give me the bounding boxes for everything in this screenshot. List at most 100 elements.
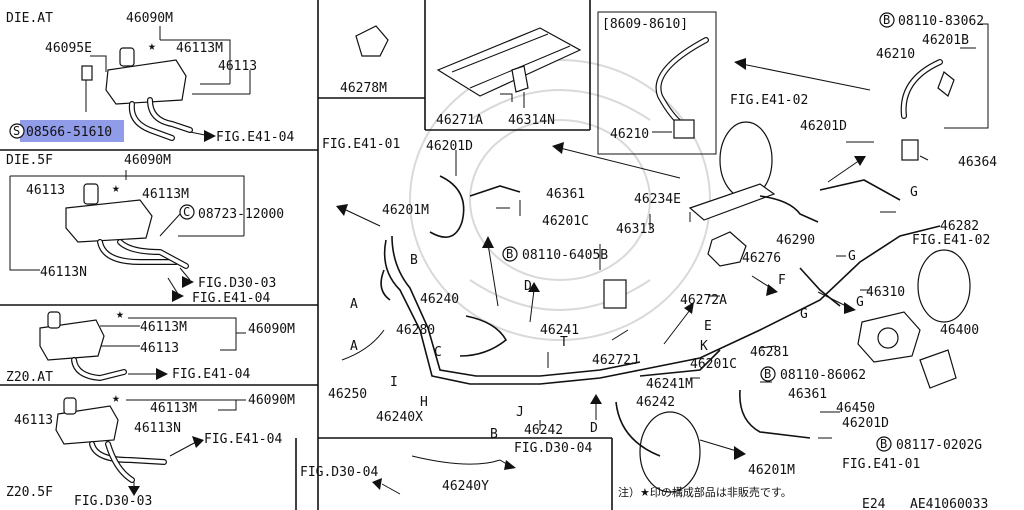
svg-text:C: C: [183, 205, 190, 219]
part-label[interactable]: 46278M: [340, 81, 387, 96]
fig-ref-link[interactable]: FIG.D30-04: [300, 465, 378, 480]
part-label[interactable]: 46113M: [140, 320, 187, 335]
part-label[interactable]: 46450: [836, 401, 875, 416]
part-label[interactable]: 46361: [788, 387, 827, 402]
part-label[interactable]: 46090M: [248, 393, 295, 408]
clamp-icon: [937, 71, 955, 97]
bolt-number[interactable]: 08110-6405B: [522, 248, 608, 263]
fig-ref-link[interactable]: FIG.E41-02: [912, 233, 990, 248]
selected-part-number[interactable]: 08566-51610: [26, 125, 112, 140]
connector-letter: A: [350, 297, 358, 312]
inset-title: [8609-8610]: [602, 17, 688, 32]
part-label[interactable]: 46210: [610, 127, 649, 142]
part-label[interactable]: 46234E: [634, 192, 681, 207]
part-label[interactable]: 46361: [546, 187, 585, 202]
reservoir-tank: [55, 405, 119, 445]
part-label[interactable]: 46113M: [142, 187, 189, 202]
panel-grid: [0, 0, 717, 510]
part-label[interactable]: 46201M: [382, 203, 429, 218]
part-label[interactable]: 46240Y: [442, 479, 489, 494]
part-label[interactable]: 08723-12000: [198, 207, 284, 222]
reservoir-tank: [105, 59, 187, 105]
connector-letter: D: [590, 421, 598, 436]
fig-ref-link[interactable]: FIG.E41-01: [842, 457, 920, 472]
fig-ref-link[interactable]: FIG.E41-01: [322, 137, 400, 152]
part-label[interactable]: 46241M: [646, 377, 693, 392]
part-label[interactable]: 46282: [940, 219, 979, 234]
fig-ref-link[interactable]: FIG.D30-04: [514, 441, 592, 456]
part-label[interactable]: 46240X: [376, 410, 423, 425]
part-label[interactable]: 46201D: [842, 416, 889, 431]
part-label[interactable]: 46201C: [690, 357, 737, 372]
part-label[interactable]: 46090M: [248, 322, 295, 337]
fig-ref-link[interactable]: FIG.E41-04: [192, 291, 270, 306]
disc-right: [917, 249, 971, 323]
part-label[interactable]: 46201D: [800, 119, 847, 134]
fig-ref-link[interactable]: FIG.E41-02: [730, 93, 808, 108]
part-label[interactable]: 46314N: [508, 113, 555, 128]
part-label[interactable]: 46113N: [40, 265, 87, 280]
part-label[interactable]: 46113: [218, 59, 257, 74]
part-label[interactable]: 46113: [140, 341, 179, 356]
valve-46276: [707, 231, 747, 267]
part-label[interactable]: 46210: [876, 47, 915, 62]
fig-ref-link[interactable]: FIG.D30-03: [74, 494, 152, 509]
part-label[interactable]: 46113: [14, 413, 53, 428]
part-label[interactable]: 46242: [636, 395, 675, 410]
part-label[interactable]: 46241: [540, 323, 579, 338]
part-label[interactable]: 46276: [742, 251, 781, 266]
panel-z20-at: ★ 46113M 46090M 46113 Z20.AT FIG.E41-04: [6, 307, 295, 385]
hose-fitting: [673, 119, 695, 139]
part-label[interactable]: 46310: [866, 285, 905, 300]
part-label[interactable]: 46113M: [176, 41, 223, 56]
connector-letter: G: [800, 307, 808, 322]
part-label[interactable]: 08110-83062: [898, 14, 984, 29]
part-label[interactable]: 46113: [26, 183, 65, 198]
part-label[interactable]: 46240: [420, 292, 459, 307]
connector-letter: A: [350, 339, 358, 354]
part-label[interactable]: 46201M: [748, 463, 795, 478]
connector-letter: C: [434, 345, 442, 360]
fig-ref-link[interactable]: FIG.D30-03: [198, 276, 276, 291]
fig-ref-link[interactable]: FIG.E41-04: [204, 432, 282, 447]
part-label[interactable]: 46201B: [922, 33, 969, 48]
bolt-number[interactable]: 08117-0202G: [896, 438, 982, 453]
part-label[interactable]: 46113M: [150, 401, 197, 416]
part-label[interactable]: 46271A: [436, 113, 483, 128]
bolt-prefix-icon: [502, 246, 518, 262]
selected-part-highlight[interactable]: [20, 120, 124, 142]
part-label[interactable]: 46272J: [592, 353, 639, 368]
channel-bracket: [436, 27, 582, 97]
part-label[interactable]: 46242: [524, 423, 563, 438]
connector-letter: B: [410, 253, 418, 268]
part-label[interactable]: 46095E: [45, 41, 92, 56]
fig-ref-link[interactable]: FIG.E41-04: [216, 130, 294, 145]
bolt-number[interactable]: 08110-86062: [780, 368, 866, 383]
crossmember: [688, 183, 776, 221]
part-label[interactable]: 46201D: [426, 139, 473, 154]
part-label[interactable]: 46290: [776, 233, 815, 248]
part-label[interactable]: 46272A: [680, 293, 727, 308]
star-icon: ★: [112, 391, 120, 406]
top-right-group: B 08110-83062 46201B 46210: [734, 12, 989, 129]
part-label[interactable]: 46201C: [542, 214, 589, 229]
block-46313: [603, 279, 627, 309]
part-label[interactable]: 46090M: [124, 153, 171, 168]
fig-ref-link[interactable]: FIG.E41-04: [172, 367, 250, 382]
part-label[interactable]: 46090M: [126, 11, 173, 26]
footnote: 注）★印の構成部品は非販売です。: [618, 485, 792, 499]
connector-letter: B: [490, 427, 498, 442]
part-label[interactable]: 46250: [328, 387, 367, 402]
part-label[interactable]: 46113N: [134, 421, 181, 436]
reservoir-cap: [83, 183, 99, 205]
part-label[interactable]: 46364: [958, 155, 997, 170]
part-label[interactable]: 46280: [396, 323, 435, 338]
connector-letter: K: [700, 339, 708, 354]
connector-letter: E: [704, 319, 712, 334]
part-label[interactable]: 46313: [616, 222, 655, 237]
part-label[interactable]: 46281: [750, 345, 789, 360]
svg-text:B: B: [883, 13, 890, 27]
part-label[interactable]: 46400: [940, 323, 979, 338]
connector-letter: G: [856, 295, 864, 310]
